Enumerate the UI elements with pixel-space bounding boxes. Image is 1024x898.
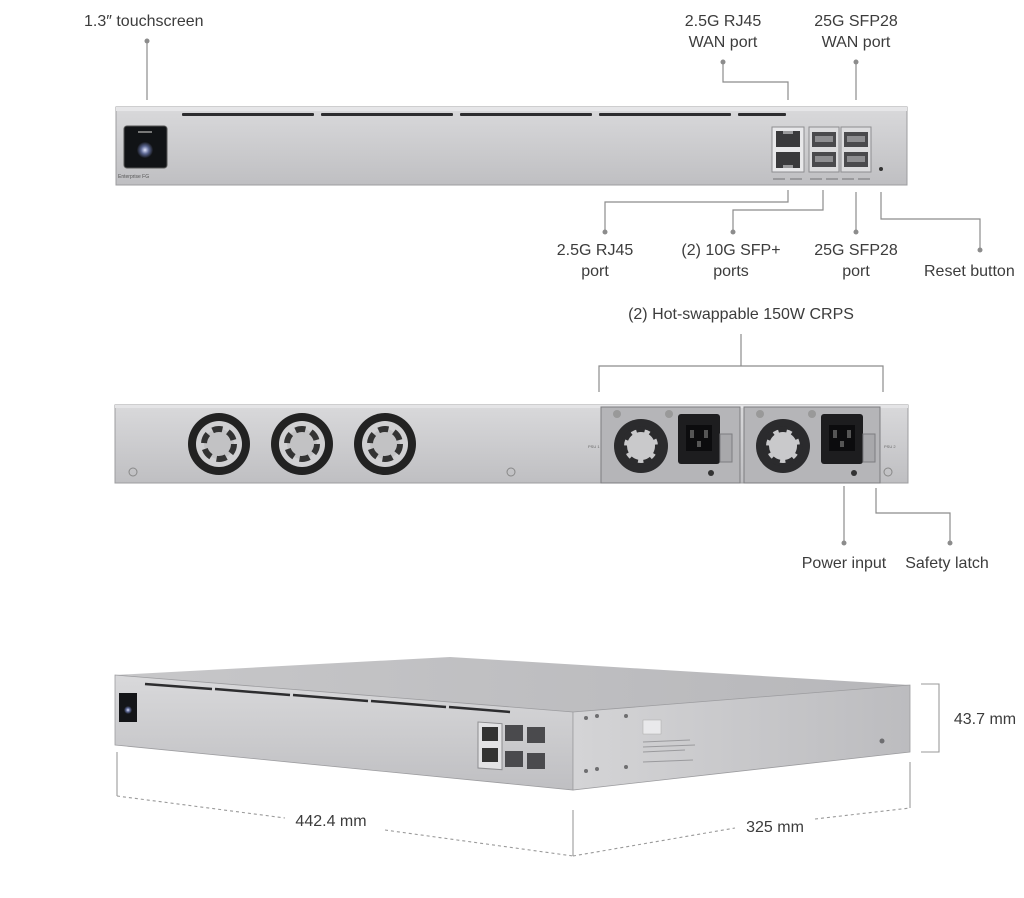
sfp28-port-group [840,126,872,173]
rear-callout-dots [841,540,953,546]
safety-latch [862,433,876,463]
width-dimension-label: 442.4 mm [295,813,367,830]
reset-button[interactable] [879,167,883,171]
touchscreen-label: 1.3″ touchscreen [84,13,204,30]
psu-2-tag: PSU 2 [884,444,896,449]
wan-sfp28-label: 25G SFP28 WAN port [814,13,898,51]
sfp-plus-port-2[interactable] [812,152,836,167]
dimension-lines [116,683,940,857]
rj45-port-group [771,126,805,173]
wan-rj45-port[interactable] [776,131,800,147]
safety-latch-label: Safety latch [905,555,989,572]
touchscreen-display[interactable] [123,125,168,169]
fan-1-icon [188,413,250,475]
psu-1-tag: PSU 1 [588,444,600,449]
wan-sfp28-port[interactable] [844,132,868,147]
reset-label: Reset button [924,263,1015,280]
front-callout-dots [144,38,983,253]
sfp28-port[interactable] [844,152,868,167]
psu-1[interactable] [600,406,741,484]
rear-callout-lines [598,334,951,543]
fan-3-icon [354,413,416,475]
sfp-plus-port-1[interactable] [812,132,836,147]
psu-label: (2) Hot-swappable 150W CRPS [628,306,854,323]
psu-2[interactable] [743,406,881,484]
rear-fans [188,413,416,475]
rj45-label: 2.5G RJ45 port [556,242,634,280]
iso-vent-slots [144,682,511,714]
device-brand-text: Enterprise FG [118,174,149,180]
power-input-label: Power input [801,555,887,572]
sfp-plus-port-group [808,126,840,173]
rj45-port[interactable] [776,152,800,168]
front-callout-lines [146,41,981,250]
height-dimension-label: 43.7 mm [953,711,1017,728]
isometric-device [114,657,911,791]
sfp28-label: 25G SFP28 port [814,242,898,280]
port-indicator-leds [773,178,870,180]
fan-2-icon [271,413,333,475]
sfp-plus-label: (2) 10G SFP+ ports [681,242,781,280]
depth-dimension-label: 325 mm [746,819,804,836]
wan-rj45-label: 2.5G RJ45 WAN port [684,13,762,51]
front-vent-slots [182,113,786,116]
